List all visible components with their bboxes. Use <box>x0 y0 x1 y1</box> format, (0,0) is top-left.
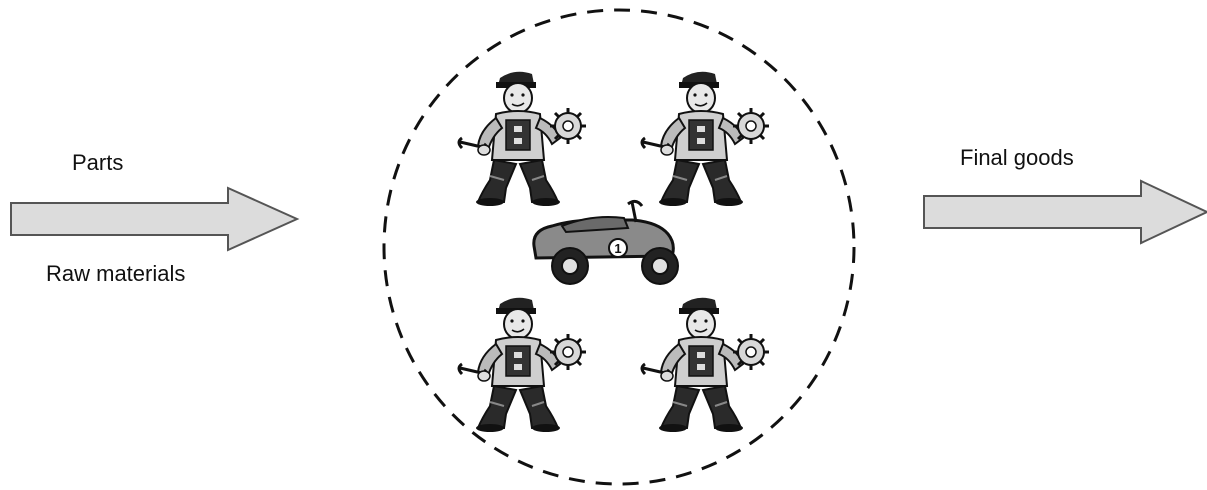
mechanic-icon <box>459 298 586 432</box>
input-arrow <box>11 188 297 250</box>
mechanic-icon <box>459 72 586 206</box>
input-label-raw-materials: Raw materials <box>46 261 185 287</box>
output-arrow <box>924 181 1207 243</box>
car-number: 1 <box>614 241 621 256</box>
mechanic-icon <box>642 72 769 206</box>
output-label-final-goods: Final goods <box>960 145 1074 171</box>
race-car-icon: 1 <box>534 201 678 284</box>
input-label-parts: Parts <box>72 150 123 176</box>
mechanic-icon <box>642 298 769 432</box>
